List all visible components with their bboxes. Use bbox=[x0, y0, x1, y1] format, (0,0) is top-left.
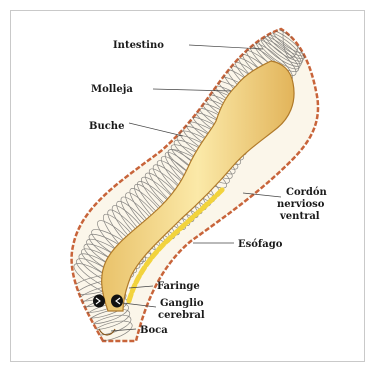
label-cordon-3: ventral bbox=[279, 211, 320, 222]
figure-frame: Intestino Molleja Buche Cordón nervioso … bbox=[10, 10, 365, 362]
cerebral-ganglion-left bbox=[93, 295, 105, 308]
earthworm-anatomy-diagram: Intestino Molleja Buche Cordón nervioso … bbox=[11, 11, 366, 363]
label-buche: Buche bbox=[89, 121, 124, 132]
label-ganglio-1: Ganglio bbox=[160, 298, 204, 309]
label-ganglio-2: cerebral bbox=[158, 310, 205, 321]
label-cordon-1: Cordón bbox=[286, 187, 328, 198]
cerebral-ganglion-right bbox=[111, 295, 123, 308]
label-intestino: Intestino bbox=[113, 40, 164, 51]
label-esofago: Esófago bbox=[238, 239, 283, 250]
label-cordon-2: nervioso bbox=[277, 199, 325, 210]
label-molleja: Molleja bbox=[91, 84, 133, 95]
label-faringe: Faringe bbox=[157, 281, 200, 292]
label-boca: Boca bbox=[140, 325, 168, 336]
